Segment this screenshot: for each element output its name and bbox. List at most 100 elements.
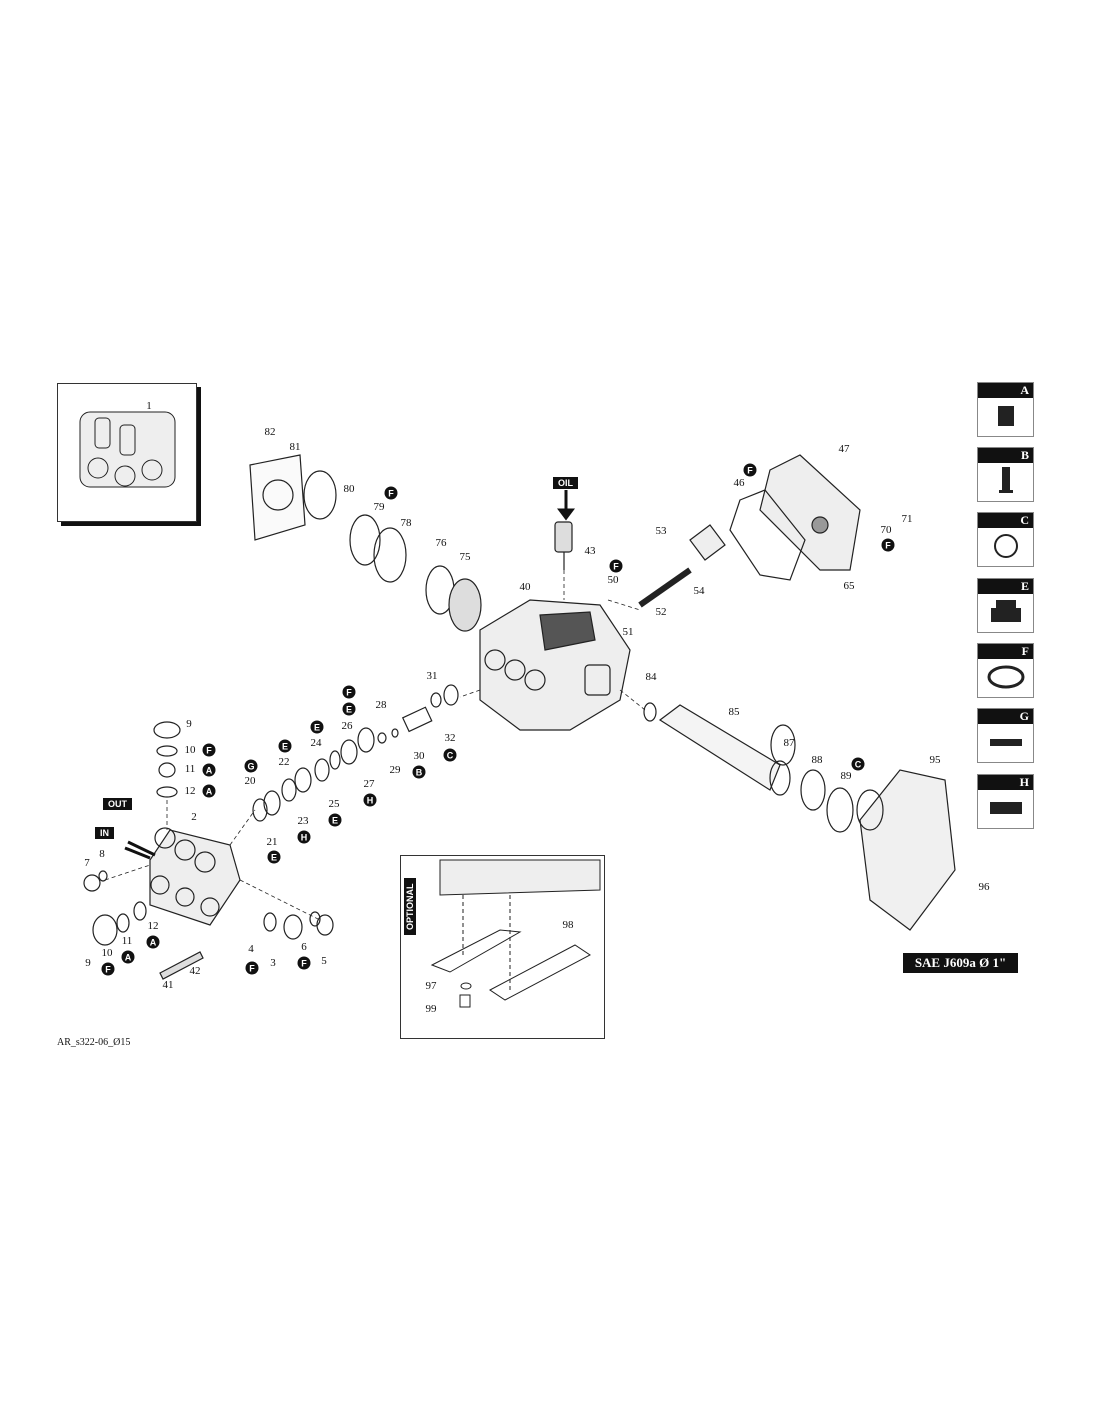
kit-badge: E — [278, 739, 292, 753]
part-label: 85 — [728, 706, 740, 718]
kit-legend-g: G — [977, 708, 1034, 763]
part-label: 23 — [297, 815, 309, 827]
part-label: 40 — [519, 581, 531, 593]
part-label: 41 — [162, 979, 174, 991]
part-label: 25 — [328, 798, 340, 810]
crankshaft-85 — [658, 704, 791, 796]
kit-legend-b: B — [977, 447, 1034, 502]
connecting-rod-54 — [638, 524, 726, 608]
ring-icon — [990, 802, 1022, 814]
kit-badge: E — [342, 702, 356, 716]
kit-legend-e: E — [977, 578, 1034, 633]
flow-arrows — [124, 490, 575, 860]
part-label: 75 — [459, 551, 471, 563]
part-label: 2 — [191, 811, 197, 823]
out-tag: OUT — [103, 798, 132, 810]
part-label: 11 — [121, 935, 133, 947]
head-2 — [149, 827, 241, 926]
kit-legend-a: A — [977, 382, 1034, 437]
part-label: 29 — [389, 764, 401, 776]
kit-legend-label: E — [978, 579, 1033, 594]
o-ring-icon — [987, 665, 1025, 689]
kit-badge: A — [202, 763, 216, 777]
part-label: 82 — [264, 426, 276, 438]
oil-tag: OIL — [553, 477, 578, 489]
shaft-spec-label: SAE J609a Ø 1" — [903, 953, 1018, 973]
part-label: 9 — [85, 957, 91, 969]
seal-rings — [83, 470, 854, 946]
support-ring-icon — [990, 739, 1022, 746]
part-label: 12 — [147, 920, 159, 932]
oil-cap-43 — [554, 521, 573, 570]
kit-legend-label: B — [978, 448, 1033, 463]
part-label: 4 — [248, 943, 254, 955]
part-label: 47 — [838, 443, 850, 455]
part-label: 98 — [562, 919, 574, 931]
pump-body-40 — [479, 599, 631, 731]
kit-badge: H — [297, 830, 311, 844]
kit-legend-h: H — [977, 774, 1034, 829]
part-label: 79 — [373, 501, 385, 513]
oil-seal-icon — [994, 534, 1018, 558]
part-label: 76 — [435, 537, 447, 549]
cover-65 — [729, 454, 861, 581]
part-label: 71 — [901, 513, 913, 525]
part-label: 30 — [413, 750, 425, 762]
bolt-41 — [159, 951, 204, 980]
part-label: 54 — [693, 585, 705, 597]
kit-badge: F — [101, 962, 115, 976]
drawing-code: AR_s322-06_Ø15 — [57, 1037, 131, 1048]
kit-legend-c: C — [977, 512, 1034, 567]
kit-badge: E — [310, 720, 324, 734]
part-label: 3 — [270, 957, 276, 969]
part-label: 78 — [400, 517, 412, 529]
part-label: 53 — [655, 525, 667, 537]
part-label: 12 — [184, 785, 196, 797]
part-label: 88 — [811, 754, 823, 766]
part-label: 26 — [341, 720, 353, 732]
part-label: 22 — [278, 756, 290, 768]
kit-legend-f: F — [977, 643, 1034, 698]
kit-legend-label: H — [978, 775, 1033, 790]
part-label: 46 — [733, 477, 745, 489]
kit-badge: H — [363, 793, 377, 807]
kit-badge: A — [121, 950, 135, 964]
kit-badge: F — [881, 538, 895, 552]
flange-95 — [856, 769, 956, 931]
part-label: 97 — [425, 980, 437, 992]
kit-badge: A — [146, 935, 160, 949]
part-label: 89 — [840, 770, 852, 782]
kit-badge: G — [244, 759, 258, 773]
kit-badge: A — [202, 784, 216, 798]
kit-badge: F — [743, 463, 757, 477]
kit-badge: F — [609, 559, 623, 573]
part-label: 6 — [301, 941, 307, 953]
part-label: 7 — [84, 857, 90, 869]
part-label: 52 — [655, 606, 667, 618]
part-label: 50 — [607, 574, 619, 586]
kit-badge: F — [297, 956, 311, 970]
part-label: 43 — [584, 545, 596, 557]
kit-badge: E — [328, 813, 342, 827]
in-tag: IN — [95, 827, 114, 839]
part-label: 51 — [622, 626, 634, 638]
optional-tag: OPTIONAL — [404, 878, 416, 935]
part-label: 27 — [363, 778, 375, 790]
piston-icon — [999, 467, 1013, 493]
part-label: 87 — [783, 737, 795, 749]
kit-legend-label: G — [978, 709, 1033, 724]
part-label: 20 — [244, 775, 256, 787]
part-label: 8 — [99, 848, 105, 860]
kit-badge: E — [267, 850, 281, 864]
kit-badge: C — [443, 748, 457, 762]
valve-kit-icon — [998, 406, 1014, 426]
part-label: 10 — [184, 744, 196, 756]
kit-badge: F — [245, 961, 259, 975]
part-label: 1 — [146, 400, 152, 412]
part-label: 10 — [101, 947, 113, 959]
part-label: 70 — [880, 524, 892, 536]
kit-badge: B — [412, 765, 426, 779]
kit-badge: F — [384, 486, 398, 500]
kit-legend-label: A — [978, 383, 1033, 398]
